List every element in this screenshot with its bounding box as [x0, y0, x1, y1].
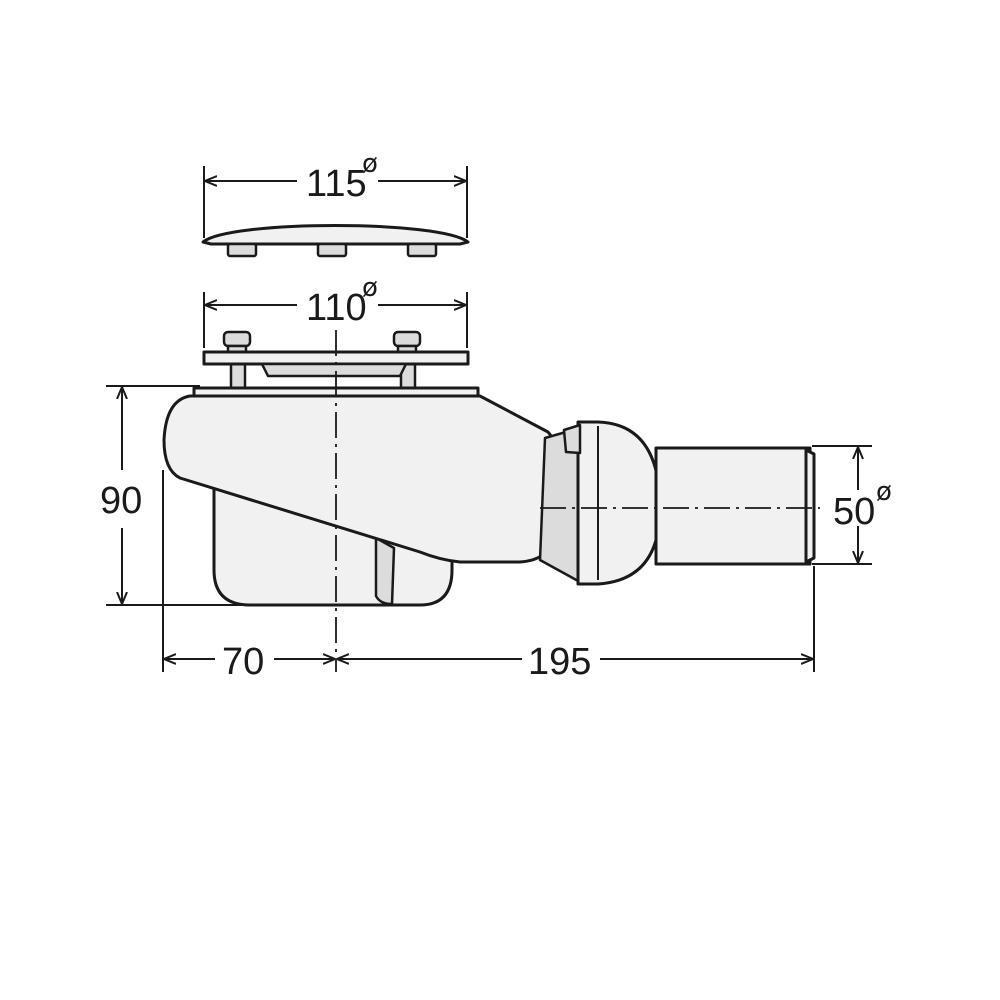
dimension-outlet-diameter: 50 ø	[812, 445, 892, 565]
dimension-ring-diameter: 110 ø	[203, 273, 468, 348]
ring-diameter-symbol: ø	[362, 273, 378, 303]
grate-ring	[202, 330, 470, 392]
outlet-diameter-symbol: ø	[876, 477, 892, 507]
cover-diameter-symbol: ø	[362, 149, 378, 179]
height-label: 90	[100, 480, 142, 522]
ring-diameter-label: 110	[306, 287, 367, 329]
cover-plate	[201, 224, 470, 258]
length-label: 195	[528, 641, 591, 683]
offset-label: 70	[222, 641, 264, 683]
drain-body	[162, 386, 816, 607]
cover-diameter-label: 115	[306, 163, 367, 205]
dimension-height: 90	[100, 385, 250, 606]
dimension-horizontal: 70 195	[162, 470, 815, 683]
outlet-diameter-label: 50	[833, 491, 875, 533]
dimension-cover-diameter: 115 ø	[203, 149, 468, 238]
